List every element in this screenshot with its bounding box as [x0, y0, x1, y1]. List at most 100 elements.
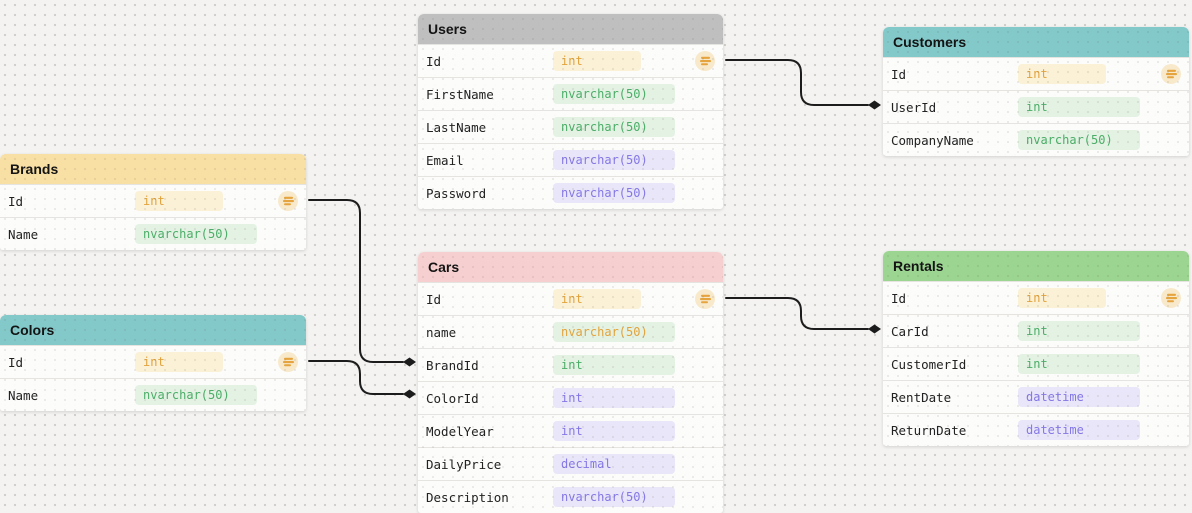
table-header[interactable]: Customers — [883, 27, 1189, 57]
field-name: RentDate — [891, 389, 952, 405]
table-title: Rentals — [893, 258, 944, 274]
field-row-rentdate[interactable]: RentDate datetime — [883, 380, 1189, 413]
field-name: ModelYear — [426, 423, 494, 439]
relationship-users-customers[interactable] — [725, 59, 869, 106]
primary-key-icon-wrap — [278, 191, 298, 211]
field-type-badge: nvarchar(50) — [553, 183, 675, 203]
field-name: Id — [891, 290, 907, 306]
field-type-badge: int — [1018, 321, 1140, 341]
field-row-modelyear[interactable]: ModelYear int — [418, 414, 723, 447]
table-header[interactable]: Brands — [0, 154, 306, 184]
field-row-lastname[interactable]: LastName nvarchar(50) — [418, 110, 723, 143]
primary-key-icon-wrap — [278, 352, 298, 372]
primary-key-icon — [695, 289, 715, 309]
field-type-badge: nvarchar(50) — [553, 322, 675, 342]
field-row-userid[interactable]: UserId int — [883, 90, 1189, 123]
field-row-id[interactable]: Id int — [0, 184, 306, 217]
field-row-colorid[interactable]: ColorId int — [418, 381, 723, 414]
table-title: Customers — [893, 34, 967, 50]
table-title: Colors — [10, 322, 55, 338]
field-type-badge: int — [553, 421, 675, 441]
field-type-badge: int — [553, 51, 641, 71]
table-header[interactable]: Rentals — [883, 251, 1189, 281]
field-type-badge: int — [1018, 97, 1140, 117]
field-type-badge: datetime — [1018, 387, 1140, 407]
field-row-email[interactable]: Email nvarchar(50) — [418, 143, 723, 176]
field-type-badge: nvarchar(50) — [553, 487, 675, 507]
relationship-arrowhead — [868, 100, 881, 110]
primary-key-icon — [278, 352, 298, 372]
table-header[interactable]: Users — [418, 14, 723, 44]
field-row-carid[interactable]: CarId int — [883, 314, 1189, 347]
field-type-badge: nvarchar(50) — [1018, 130, 1140, 150]
field-type-badge: nvarchar(50) — [553, 117, 675, 137]
field-name: UserId — [891, 99, 937, 115]
relationship-cars-rentals[interactable] — [725, 297, 869, 330]
primary-key-icon-wrap — [695, 51, 715, 71]
relationship-arrowhead — [403, 389, 416, 399]
field-name: FirstName — [426, 86, 494, 102]
field-name: LastName — [426, 119, 487, 135]
field-row-firstname[interactable]: FirstName nvarchar(50) — [418, 77, 723, 110]
primary-key-icon — [695, 51, 715, 71]
field-name: name — [426, 324, 457, 340]
field-name: Description — [426, 489, 509, 505]
field-name: Id — [8, 193, 24, 209]
field-name: ColorId — [426, 390, 479, 406]
relationship-colors-cars[interactable] — [308, 360, 404, 395]
field-name: Id — [426, 291, 442, 307]
field-name: Id — [426, 53, 442, 69]
field-name: CarId — [891, 323, 929, 339]
field-type-badge: int — [553, 289, 641, 309]
field-name: Id — [8, 354, 24, 370]
field-type-badge: nvarchar(50) — [135, 385, 257, 405]
field-row-returndate[interactable]: ReturnDate datetime — [883, 413, 1189, 446]
field-type-badge: nvarchar(50) — [553, 150, 675, 170]
field-name: BrandId — [426, 357, 479, 373]
field-type-badge: int — [135, 191, 223, 211]
field-row-companyname[interactable]: CompanyName nvarchar(50) — [883, 123, 1189, 156]
field-type-badge: int — [553, 388, 675, 408]
field-row-id[interactable]: Id int — [418, 44, 723, 77]
primary-key-icon — [1161, 288, 1181, 308]
table-title: Users — [428, 21, 467, 37]
primary-key-icon — [278, 191, 298, 211]
field-name: CustomerId — [891, 356, 967, 372]
relationship-brands-cars[interactable] — [308, 199, 404, 363]
field-row-id[interactable]: Id int — [883, 281, 1189, 314]
relationship-arrowhead — [403, 357, 416, 367]
field-name: Name — [8, 226, 39, 242]
field-type-badge: nvarchar(50) — [135, 224, 257, 244]
field-row-brandid[interactable]: BrandId int — [418, 348, 723, 381]
table-header[interactable]: Colors — [0, 315, 306, 345]
field-name: ReturnDate — [891, 422, 967, 438]
field-row-name[interactable]: name nvarchar(50) — [418, 315, 723, 348]
field-row-name[interactable]: Name nvarchar(50) — [0, 378, 306, 411]
field-type-badge: int — [553, 355, 675, 375]
field-type-badge: datetime — [1018, 420, 1140, 440]
field-name: CompanyName — [891, 132, 974, 148]
field-row-description[interactable]: Description nvarchar(50) — [418, 480, 723, 513]
field-row-id[interactable]: Id int — [883, 57, 1189, 90]
field-type-badge: nvarchar(50) — [553, 84, 675, 104]
field-row-name[interactable]: Name nvarchar(50) — [0, 217, 306, 250]
field-name: Name — [8, 387, 39, 403]
field-type-badge: int — [1018, 288, 1106, 308]
field-row-id[interactable]: Id int — [418, 282, 723, 315]
table-header[interactable]: Cars — [418, 252, 723, 282]
field-name: Id — [891, 66, 907, 82]
field-type-badge: int — [1018, 64, 1106, 84]
field-type-badge: decimal — [553, 454, 675, 474]
field-name: Email — [426, 152, 464, 168]
